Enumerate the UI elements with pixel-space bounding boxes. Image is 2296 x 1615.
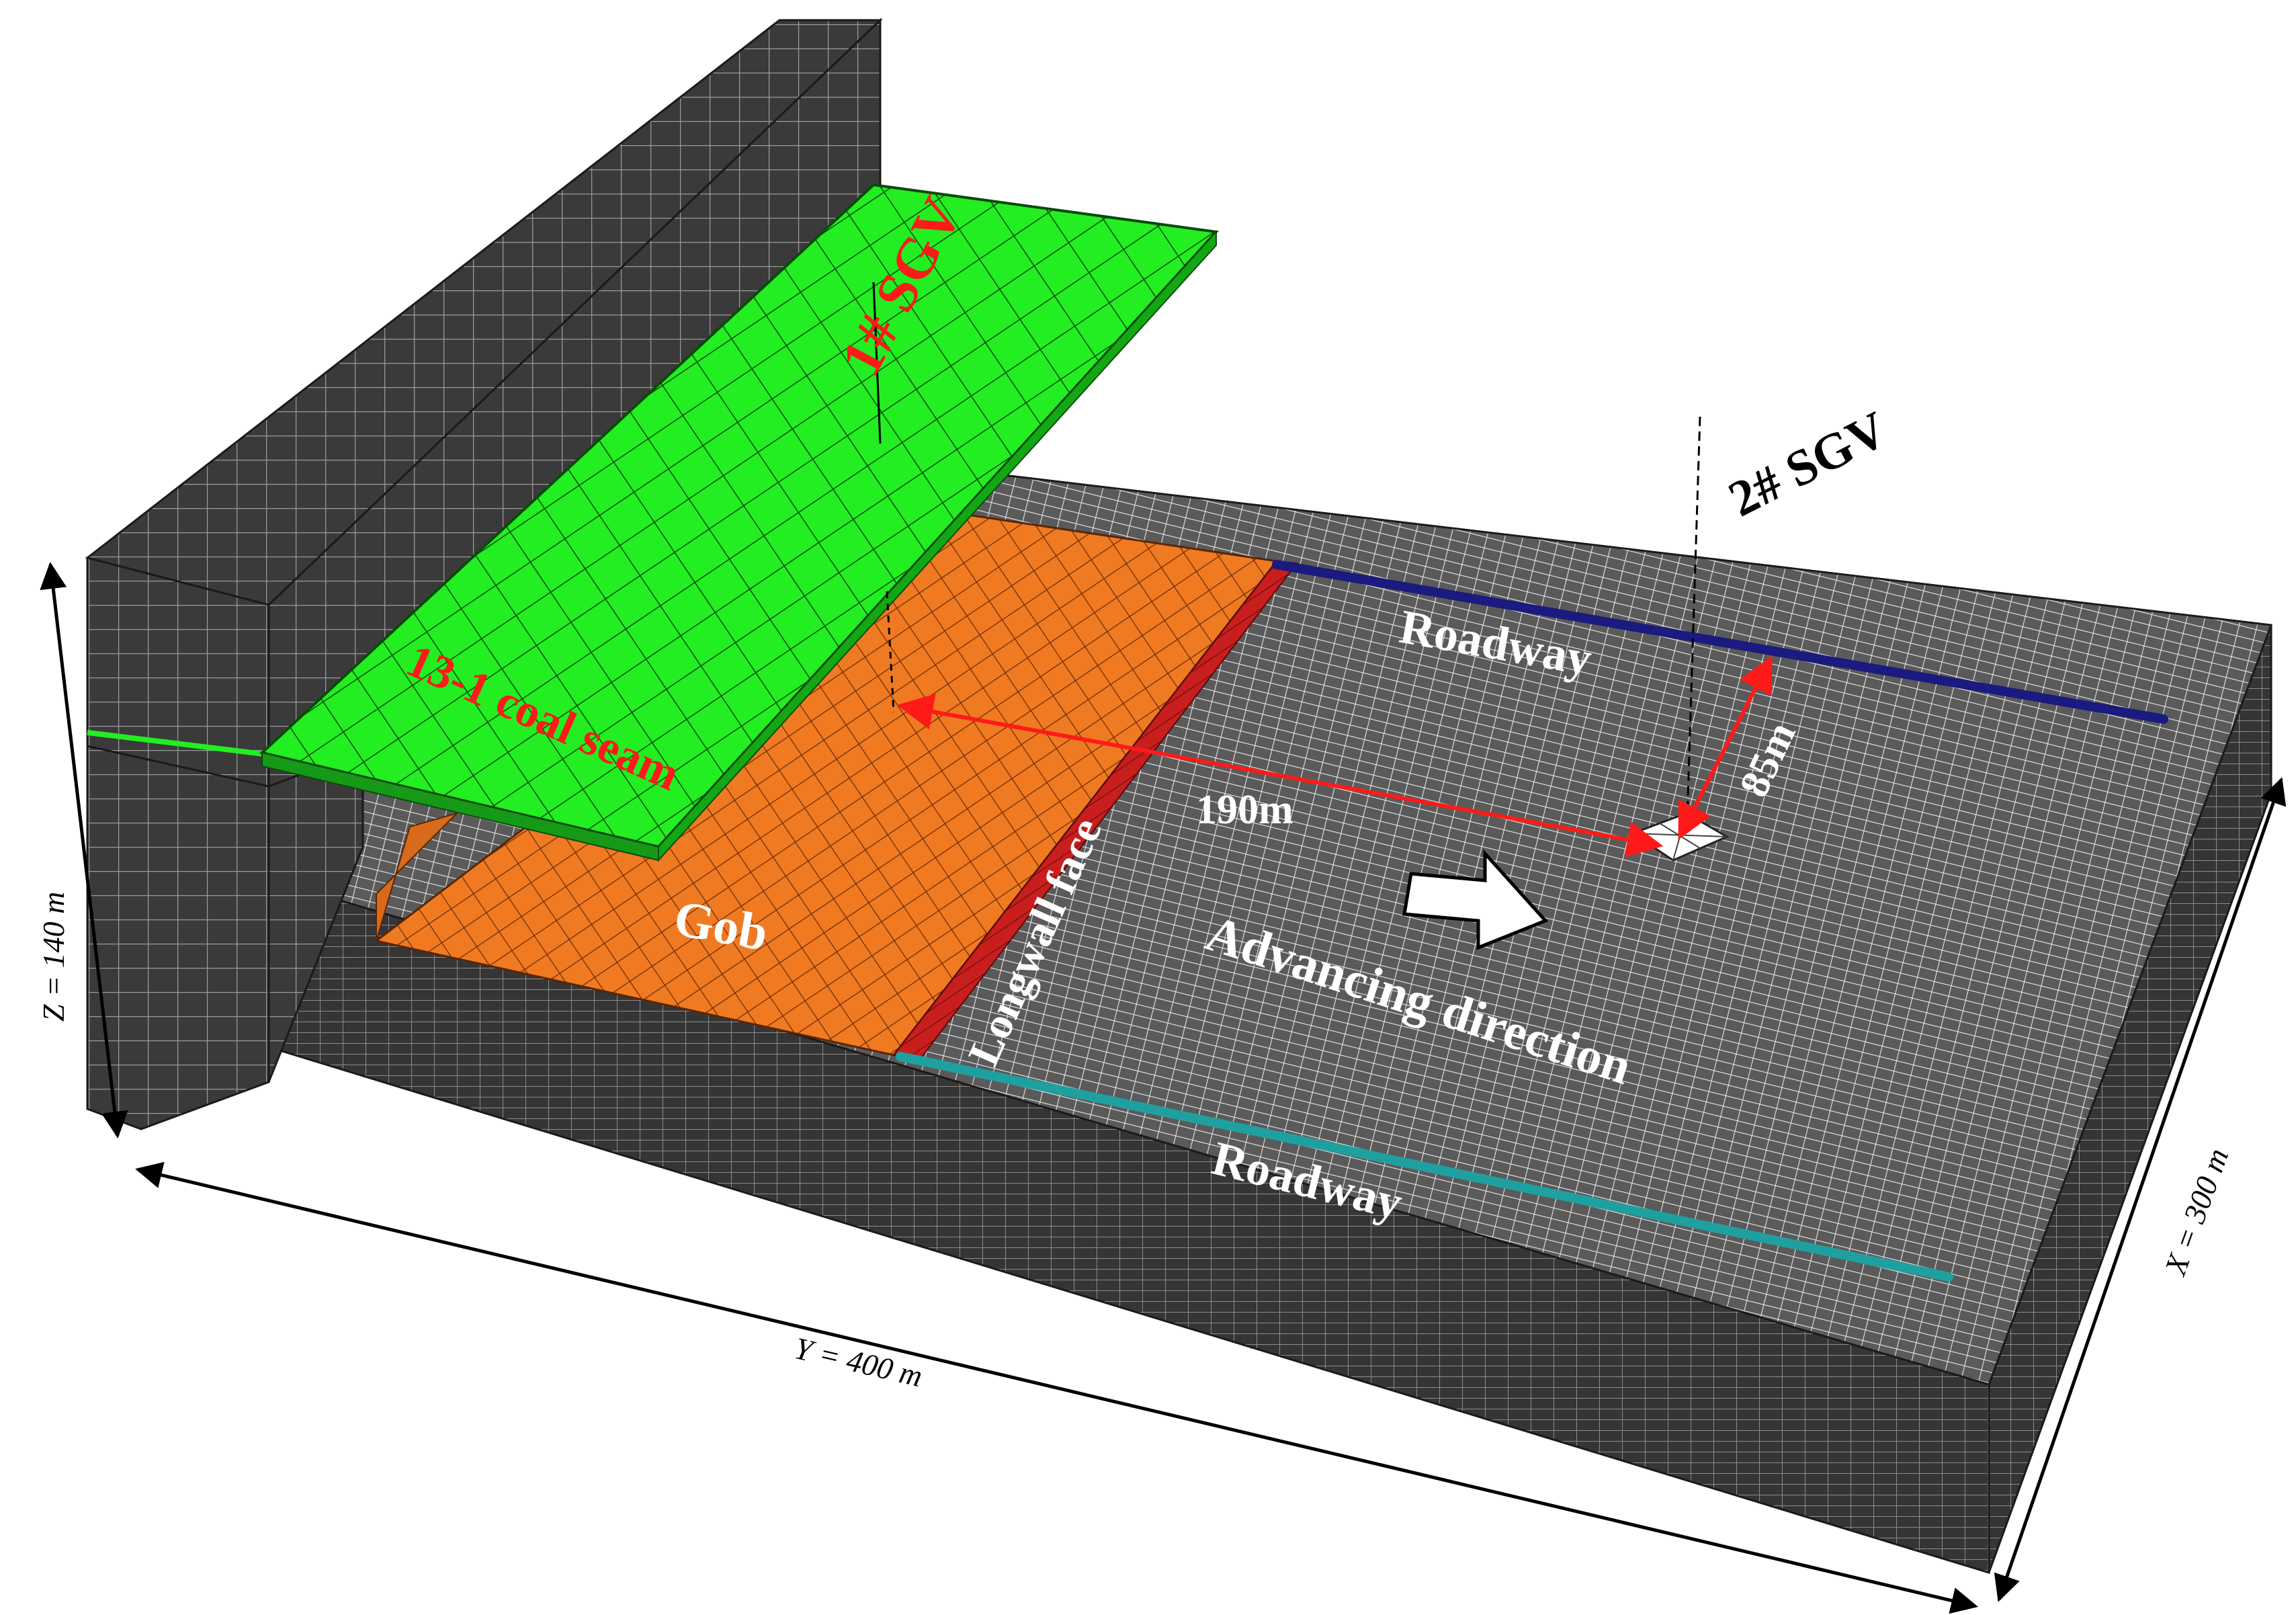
sgv1-line (872, 282, 882, 444)
distance-190m-arrow (896, 694, 1664, 858)
y-dimension-arrow (135, 1161, 1978, 1614)
sgv1-line-lower (886, 591, 895, 713)
gob-side (376, 811, 460, 942)
coal-seam-plate-edge-right (658, 230, 1217, 862)
left-block-front-face (86, 745, 270, 1130)
sgv2-label: 2# SGV (1720, 401, 1896, 528)
distance-85m-arrow (1678, 655, 1773, 840)
sgv2-line (1685, 416, 1701, 841)
z-dimension-arrow (40, 562, 128, 1138)
roadway-top-line (1272, 560, 2168, 724)
z-dimension-label: Z = 140 m (36, 892, 71, 1022)
advancing-direction-arrow (1402, 849, 1549, 950)
distance-190m-label: 190m (1196, 787, 1293, 833)
x-dimension-label: X = 300 m (2158, 1144, 2236, 1280)
x-dimension-arrow (1994, 777, 2287, 1602)
